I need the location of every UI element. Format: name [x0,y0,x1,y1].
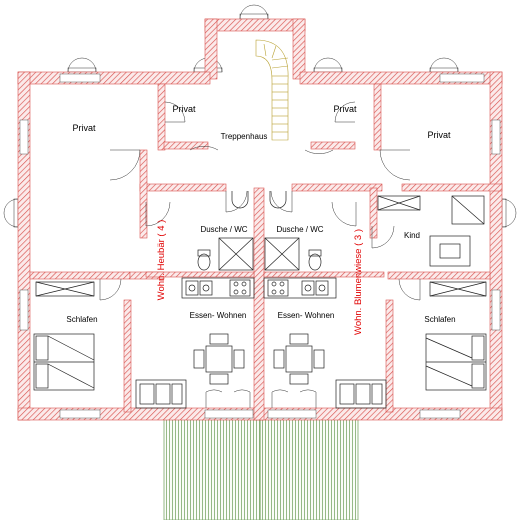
room-label-bath-right: Dusche / WC [276,225,323,234]
room-label-privat-left-small: Privat [172,104,196,114]
desk [429,235,471,267]
room-label-kind: Kind [404,231,420,240]
room-label-stairwell: Treppenhaus [221,132,268,141]
dining-tables [193,333,325,385]
apartment-label-left: Wohn. Heubär ( 4 ) [156,220,167,301]
door-swings [99,101,421,408]
room-label-bath-left: Dusche / WC [200,225,247,234]
terrace [163,418,359,520]
kitchen-counters [181,277,337,299]
room-label-bedroom-left: Schlafen [66,315,97,324]
wardrobes [35,195,487,297]
bathroom-fixtures [197,191,322,271]
window-openings [19,73,501,419]
room-label-privat-right-small: Privat [333,104,357,114]
room-label-living-left: Essen- Wohnen [190,311,247,320]
room-label-privat-left-large: Privat [72,123,96,133]
room-label-living-right: Essen- Wohnen [278,311,335,320]
apartment-label-right: Wohn. Blumenwiese ( 3 ) [353,229,364,335]
room-label-privat-right-large: Privat [427,130,451,140]
beds [33,333,487,391]
room-label-bedroom-right: Schlafen [424,315,455,324]
staircase [255,39,289,141]
sofas [135,379,387,409]
